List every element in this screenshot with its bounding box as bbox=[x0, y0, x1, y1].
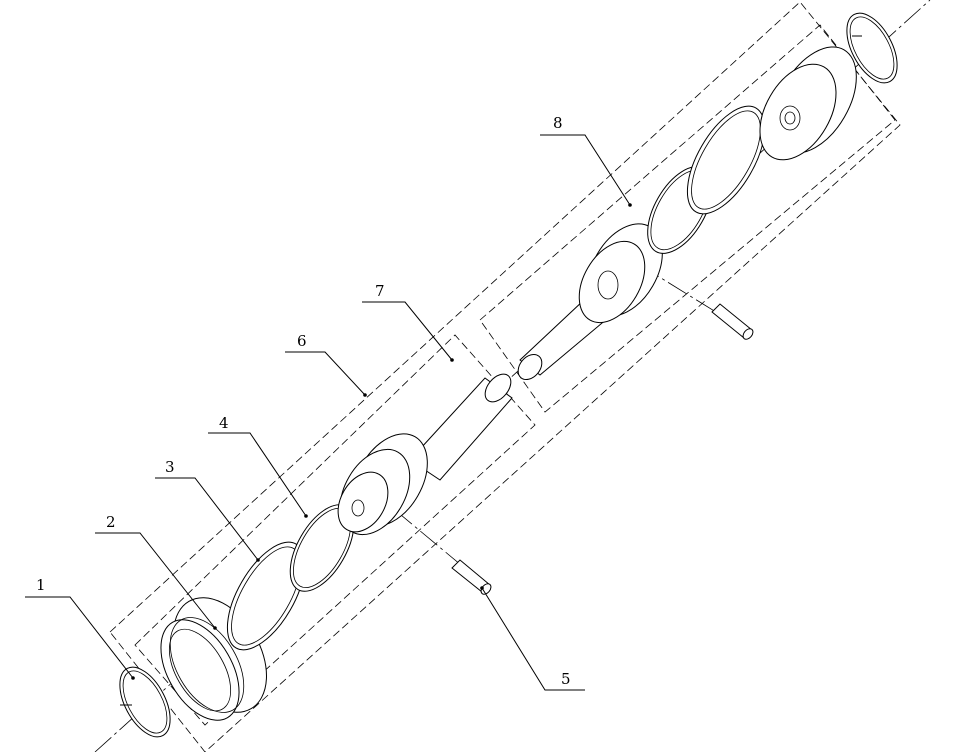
callout-1: 1 bbox=[25, 576, 135, 680]
callout-6: 6 bbox=[285, 332, 367, 397]
callout-label: 2 bbox=[106, 513, 116, 531]
pin-axis-5 bbox=[394, 509, 486, 586]
pin-5 bbox=[451, 559, 492, 595]
o-ring-3 bbox=[226, 541, 306, 651]
callout-label: 4 bbox=[219, 414, 229, 432]
callout-label: 8 bbox=[553, 114, 563, 132]
callout-label: 6 bbox=[297, 332, 307, 350]
piston-rod-7 bbox=[337, 373, 513, 536]
callout-5: 5 bbox=[480, 586, 585, 691]
splined-shaft-8 bbox=[517, 223, 663, 381]
callout-2: 2 bbox=[95, 513, 217, 630]
group-box-6 bbox=[109, 1, 901, 752]
snap-ring-1 bbox=[119, 666, 171, 738]
callout-7: 7 bbox=[362, 282, 454, 362]
group-box-8 bbox=[479, 24, 896, 413]
callout-3: 3 bbox=[155, 458, 260, 562]
callout-label: 3 bbox=[165, 458, 175, 476]
callout-label: 5 bbox=[561, 670, 571, 688]
end-cap-upper bbox=[759, 46, 857, 161]
callout-label: 7 bbox=[375, 282, 385, 300]
callout-label: 1 bbox=[36, 576, 46, 594]
callout-8: 8 bbox=[540, 114, 632, 207]
pin-upper bbox=[711, 303, 754, 340]
o-ring-upper-large bbox=[686, 105, 766, 215]
snap-ring-upper bbox=[846, 12, 898, 84]
callout-4: 4 bbox=[208, 414, 308, 518]
